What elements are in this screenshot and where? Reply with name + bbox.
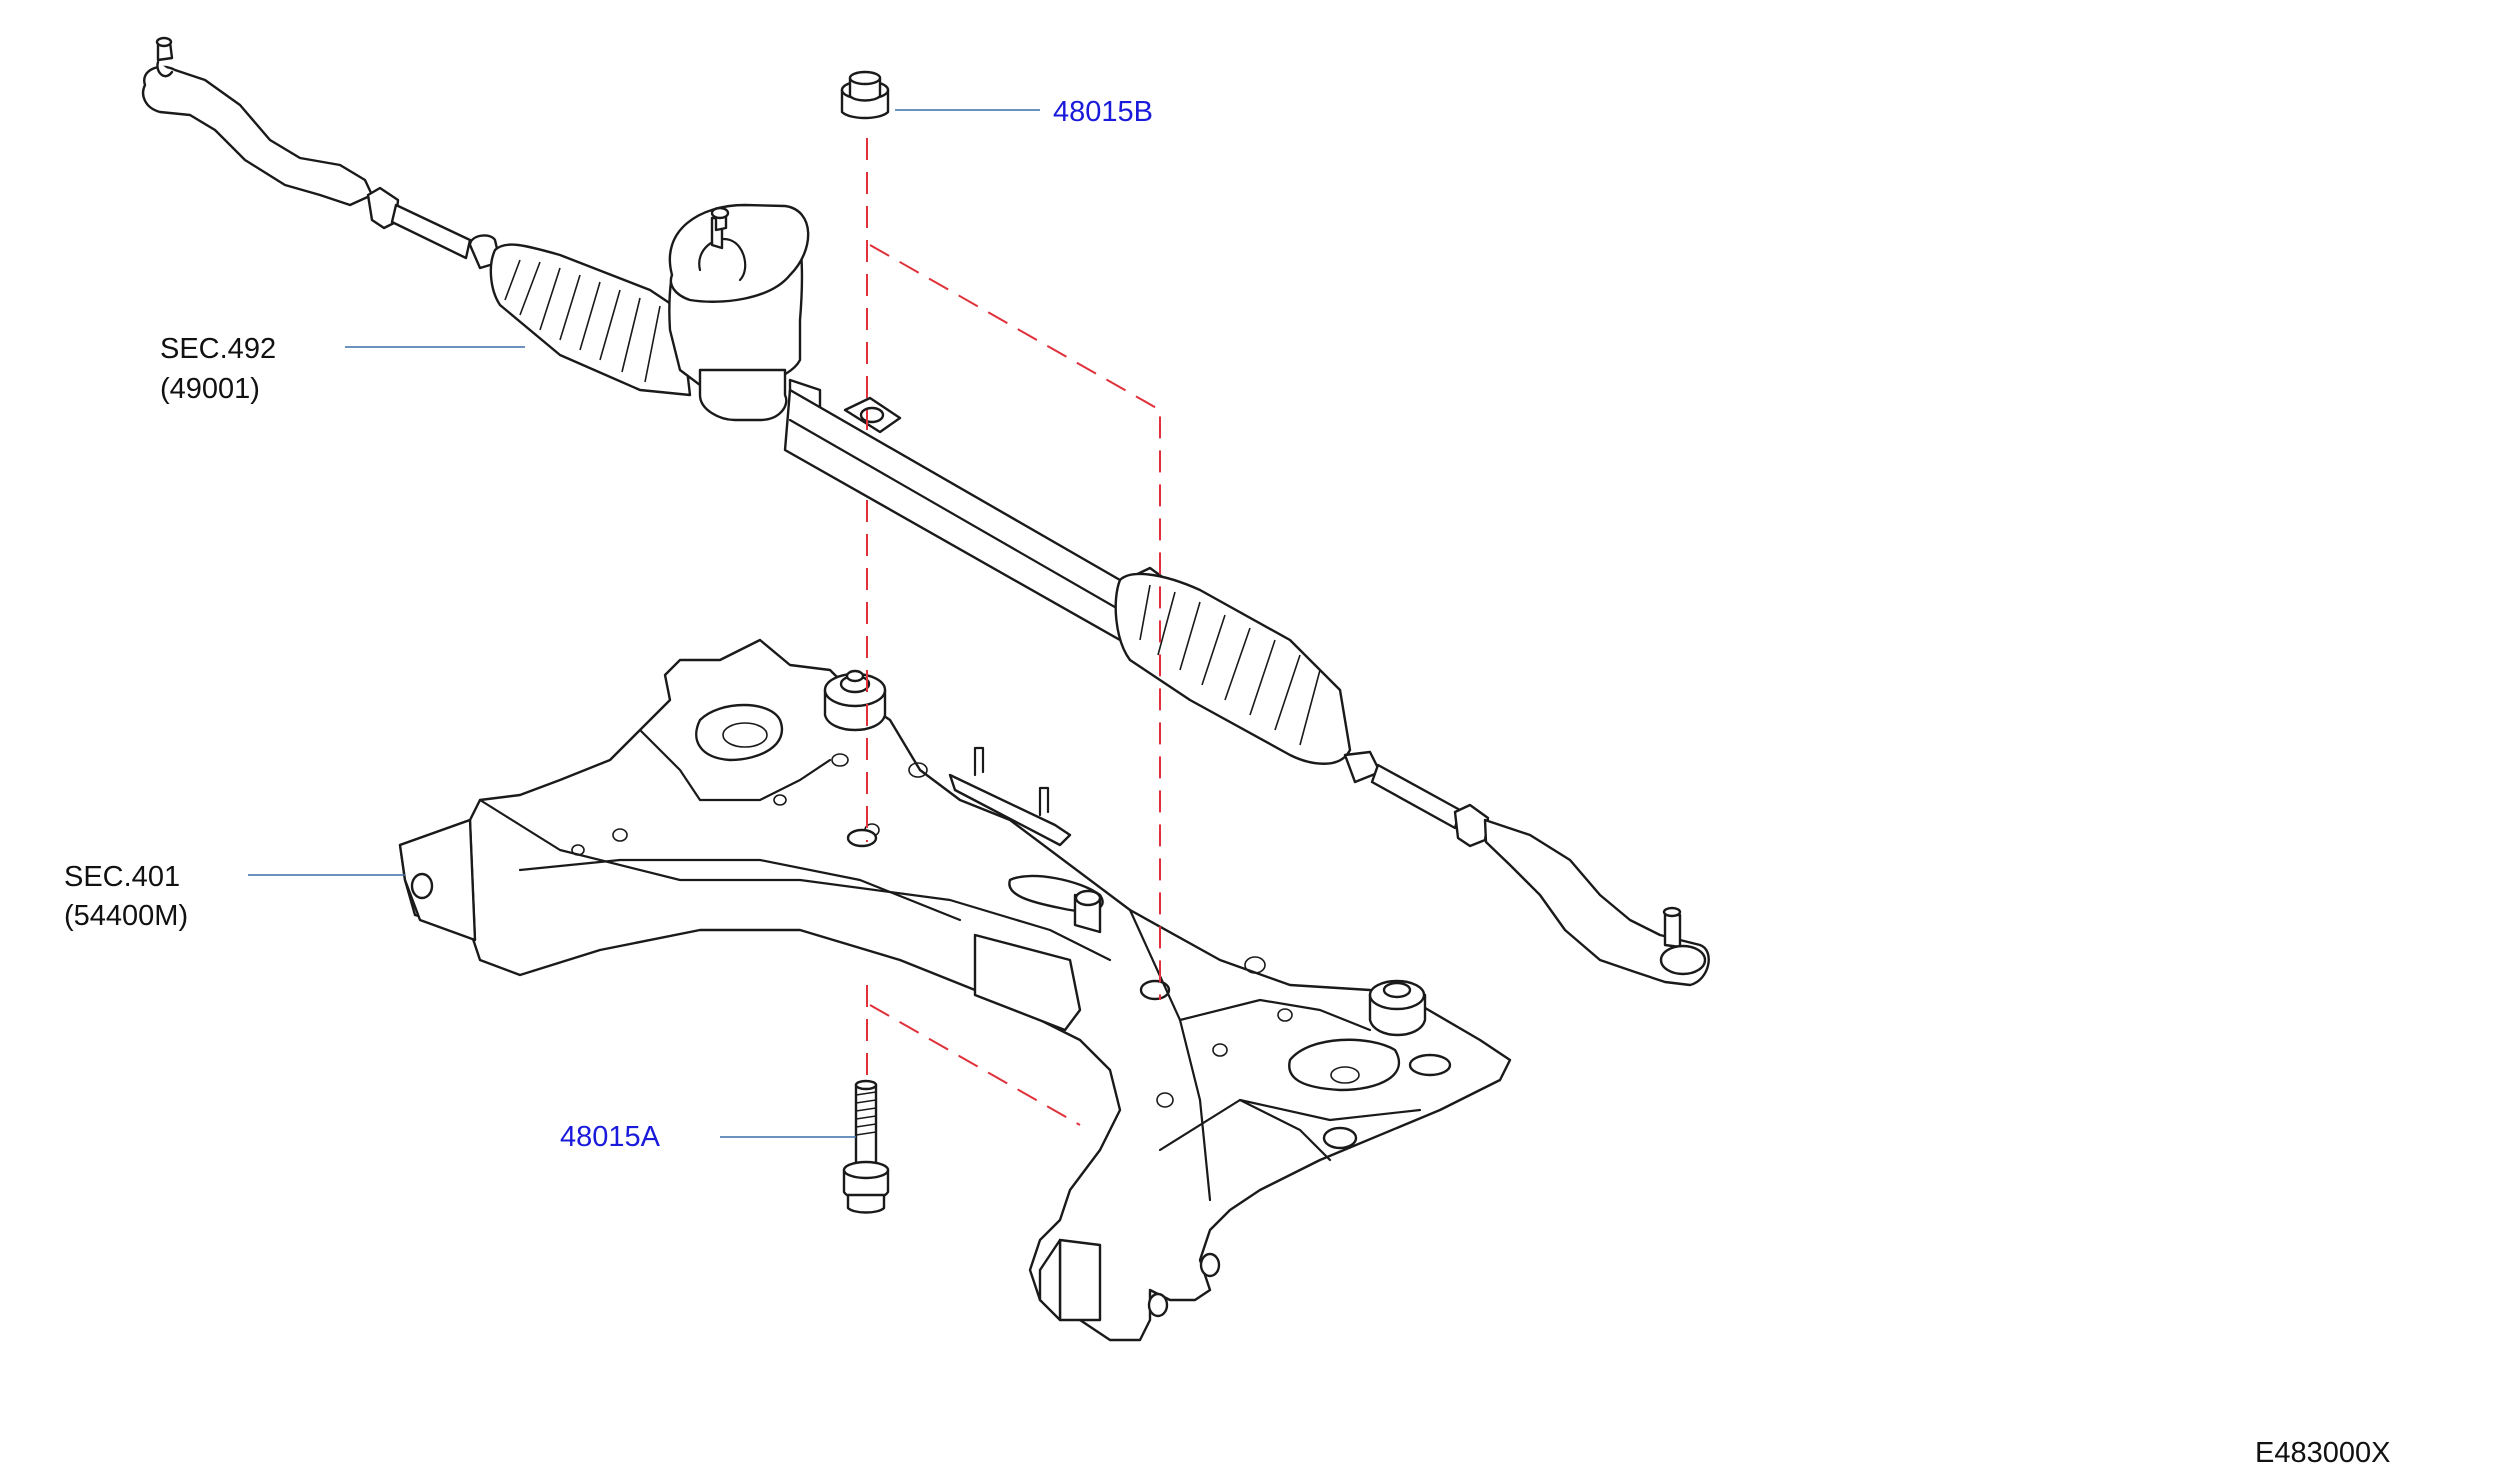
left-boot	[489, 243, 692, 397]
left-tie-rod-end	[141, 65, 374, 207]
section-ref-sec401: SEC.401	[64, 861, 180, 893]
nut-48015b	[840, 70, 890, 120]
part-number-48015a[interactable]: 48015A	[560, 1121, 661, 1153]
section-ref-49001: (49001)	[160, 373, 260, 405]
right-tie-rod-end	[1483, 818, 1710, 987]
bolt-48015a	[842, 1079, 890, 1214]
alignment-guides	[866, 138, 1161, 1126]
section-ref-sec492: SEC.492	[160, 333, 276, 365]
steering-gear	[141, 36, 1710, 987]
part-number-48015b[interactable]: 48015B	[1053, 96, 1153, 128]
right-boot	[1114, 572, 1352, 765]
diagram-code: E483000X	[2255, 1437, 2390, 1469]
section-ref-54400m: (54400M)	[64, 900, 188, 932]
leader-lines	[248, 109, 1040, 1138]
suspension-member	[398, 638, 1512, 1342]
rack-tube	[783, 388, 1122, 642]
